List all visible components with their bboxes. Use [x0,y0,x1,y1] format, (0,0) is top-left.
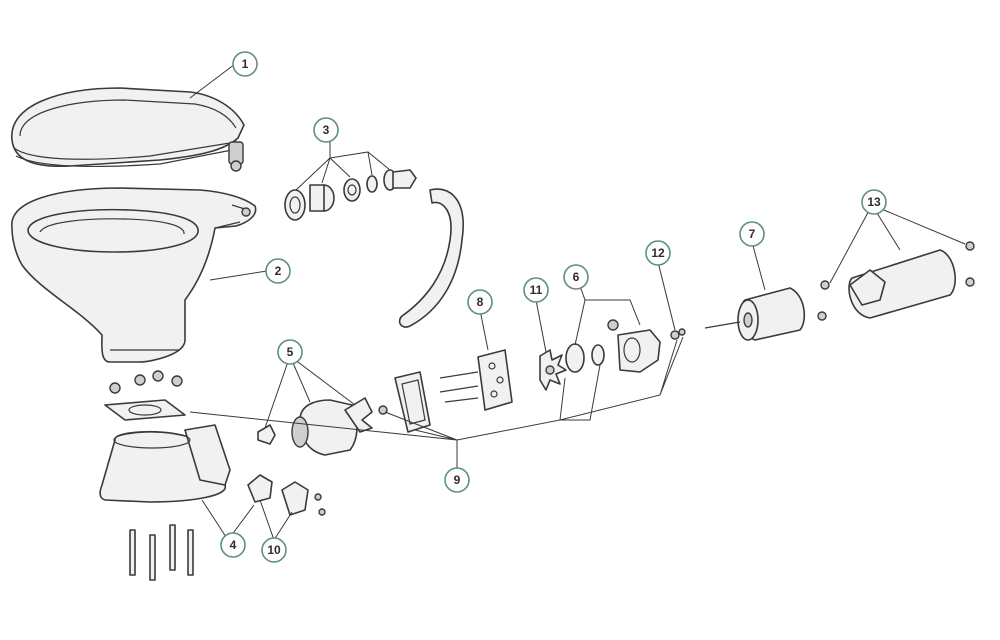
toilet-bowl [11,187,257,363]
callout-label: 2 [275,264,282,278]
callout-label: 11 [530,283,543,297]
callout-11: 11 [523,277,549,303]
callout-circle [523,277,549,303]
callout-label: 4 [230,538,237,552]
callout-6: 6 [563,264,589,290]
callout-circle [645,240,671,266]
gaskets [378,371,431,433]
check-valves [247,474,326,516]
motor-cover [817,241,975,321]
callout-circle [220,532,246,558]
toilet-seat-and-lid [11,87,245,172]
callout-label: 5 [287,345,294,359]
pump-cover [439,349,513,411]
callout-5: 5 [277,339,303,365]
callout-12: 12 [645,240,671,266]
callout-label: 8 [477,295,484,309]
callout-circle [739,221,765,247]
callout-label: 9 [454,473,461,487]
impeller-and-housing [257,397,373,456]
callout-10: 10 [261,537,287,563]
callout-circle [861,189,887,215]
shaft-seal [670,328,686,340]
callout-label: 13 [867,195,881,209]
callout-circle [265,258,291,284]
pump-base [99,370,231,581]
callout-2: 2 [265,258,291,284]
callout-label: 10 [267,543,281,557]
leader-lines [189,63,966,541]
callout-label: 7 [749,227,756,241]
callout-circle [313,117,339,143]
callout-4: 4 [220,532,246,558]
electric-motor [704,287,806,341]
callout-label: 6 [573,270,580,284]
callout-label: 1 [242,57,249,71]
callout-9: 9 [444,467,470,493]
inlet-fittings [284,169,464,328]
callout-13: 13 [861,189,887,215]
callout-7: 7 [739,221,765,247]
callout-circle [563,264,589,290]
callout-label: 3 [323,123,330,137]
callout-circle [277,339,303,365]
callout-3: 3 [313,117,339,143]
callout-circle [232,51,258,77]
pump-impeller [539,349,567,391]
callout-circle [467,289,493,315]
callout-1: 1 [232,51,258,77]
callout-8: 8 [467,289,493,315]
motor-adapter [565,319,661,373]
callout-label: 12 [651,246,665,260]
callout-circle [444,467,470,493]
callout-circle [261,537,287,563]
